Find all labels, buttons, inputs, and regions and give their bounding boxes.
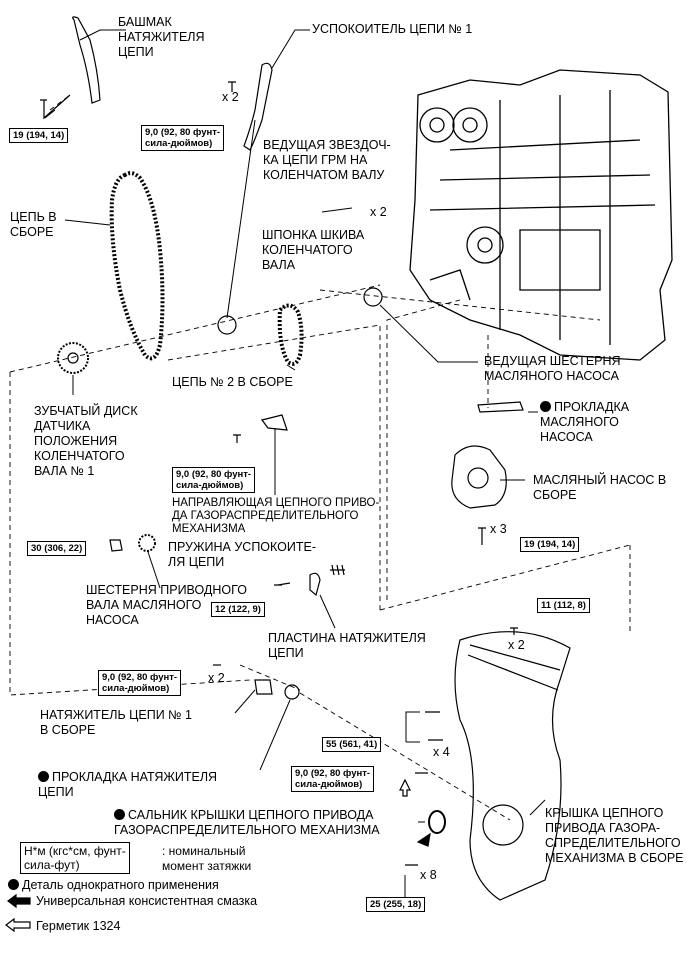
tensioner-gasket-part: [284, 684, 300, 700]
shaft-gear-part: [138, 534, 156, 552]
qty-key: x 2: [370, 205, 387, 219]
legend-sealant: Герметик 1324: [36, 919, 121, 933]
tensioner-no1-part: [254, 679, 273, 695]
chain-guide-part: [260, 414, 288, 431]
torque-9-guide: 9,0 (92, 80 фунт- сила-дюймов): [172, 467, 256, 493]
qty-tensioner-nuts: x 2: [208, 671, 225, 685]
label-chain-damper: УСПОКОИТЕЛЬ ЦЕПИ № 1: [312, 22, 473, 36]
label-no2-chain: ЦЕПЬ № 2 В СБОРЕ: [172, 375, 293, 389]
torque-30: 30 (306, 22): [27, 541, 87, 556]
torque-19-pump: 19 (194, 14): [520, 537, 580, 552]
legend-torque-box: Н*м (кгс*см, фунт- сила-фут): [20, 842, 130, 874]
oil-pump-gasket-part: [477, 401, 524, 413]
label-chain-guide: НАПРАВЛЯЮЩАЯ ЦЕПНОГО ПРИВО- ДА ГАЗОРАСПР…: [172, 497, 380, 535]
torque-9-cover: 9,0 (92, 80 фунт- сила-дюймов): [291, 766, 375, 792]
torque-55: 55 (561, 41): [322, 737, 382, 752]
bolts: [40, 81, 518, 866]
label-oil-pump-assy: МАСЛЯНЫЙ НАСОС В СБОРЕ: [533, 473, 667, 502]
label-crank-position-plate: ЗУБЧАТЫЙ ДИСК ДАТЧИКА ПОЛОЖЕНИЯ КОЛЕНЧАТ…: [34, 404, 138, 478]
torque-11: 11 (112, 8): [537, 598, 590, 613]
legend-torque-desc: : номинальный момент затяжки: [162, 844, 252, 873]
qty-nut: x 2: [508, 638, 525, 652]
qty-cover-25: x 8: [420, 868, 437, 882]
no2-chain-part: [277, 303, 304, 366]
oil-seal-part: [428, 810, 446, 834]
label-timing-cover: КРЫШКА ЦЕПНОГО ПРИВОДА ГАЗОРА- СПРЕДЕЛИТ…: [545, 806, 684, 865]
label-tensioner-plate: ПЛАСТИНА НАТЯЖИТЕЛЯ ЦЕПИ: [268, 631, 426, 660]
timing-cover-part: [454, 631, 571, 901]
torque-9-damper: 9,0 (92, 80 фунт- сила-дюймов): [141, 125, 225, 151]
label-crank-key: ШПОНКА ШКИВА КОЛЕНЧАТОГО ВАЛА: [262, 228, 365, 272]
sealant-arrow-icon: [5, 917, 31, 933]
label-crank-sprocket: ВЕДУЩАЯ ЗВЕЗДОЧ- КА ЦЕПИ ГРМ НА КОЛЕНЧАТ…: [263, 138, 391, 182]
qty-pump-bolts: x 3: [490, 522, 507, 536]
oil-pump-part: [451, 445, 507, 509]
legend-grease: Универсальная консистентная смазка: [36, 894, 258, 908]
non-reusable-icon: [114, 809, 125, 820]
grease-mark-icon: [416, 832, 431, 847]
gear-nut-part: [109, 539, 123, 552]
grease-arrow-icon: [7, 893, 31, 909]
crank-position-plate-part: [57, 342, 89, 374]
sealant-mark-icon: [399, 778, 411, 797]
non-reusable-icon: [8, 879, 19, 890]
chain-damper-part: [243, 62, 273, 151]
non-reusable-icon: [540, 401, 551, 412]
torque-19-top: 19 (194, 14): [9, 128, 69, 143]
non-reusable-icon: [38, 771, 49, 782]
label-cover-oil-seal: САЛЬНИК КРЫШКИ ЦЕПНОГО ПРИВОДА ГАЗОРАСПР…: [114, 808, 380, 837]
engine-block: [409, 69, 673, 361]
label-shaft-gear: ШЕСТЕРНЯ ПРИВОДНОГО ВАЛА МАСЛЯНОГО НАСОС…: [86, 583, 247, 627]
label-oil-pump-drive-gear: ВЕДУЩАЯ ШЕСТЕРНЯ МАСЛЯНОГО НАСОСА: [484, 354, 621, 383]
label-tensioner-gasket: ПРОКЛАДКА НАТЯЖИТЕЛЯ ЦЕПИ: [38, 770, 218, 799]
leader-lines: [44, 29, 546, 897]
tensioner-slipper-part: [72, 16, 101, 104]
timing-chain-part: [109, 171, 165, 361]
torque-9-tensioner: 9,0 (92, 80 фунт- сила-дюймов): [98, 670, 182, 696]
torque-12: 12 (122, 9): [211, 602, 265, 617]
crank-sprocket-part: [217, 315, 237, 335]
label-chain-assy: ЦЕПЬ В СБОРЕ: [10, 210, 57, 239]
label-oil-pump-gasket: ПРОКЛАДКА МАСЛЯНОГО НАСОСА: [540, 400, 630, 444]
dashed-lines: [9, 94, 631, 821]
damper-spring-part: [330, 564, 345, 576]
label-tensioner-slipper: БАШМАК НАТЯЖИТЕЛЯ ЦЕПИ: [118, 15, 205, 59]
qty-cover-55: x 4: [433, 745, 450, 759]
tensioner-plate-part: [309, 572, 321, 597]
qty-damper-bolts: x 2: [222, 90, 239, 104]
torque-25: 25 (255, 18): [366, 897, 426, 912]
label-tensioner-no1: НАТЯЖИТЕЛЬ ЦЕПИ № 1 В СБОРЕ: [40, 708, 193, 737]
label-damper-spring: ПРУЖИНА УСПОКОИТЕ- ЛЯ ЦЕПИ: [168, 540, 317, 569]
oil-pump-drive-gear-part: [363, 287, 383, 307]
legend-non-reusable: Деталь однократного применения: [8, 878, 219, 892]
